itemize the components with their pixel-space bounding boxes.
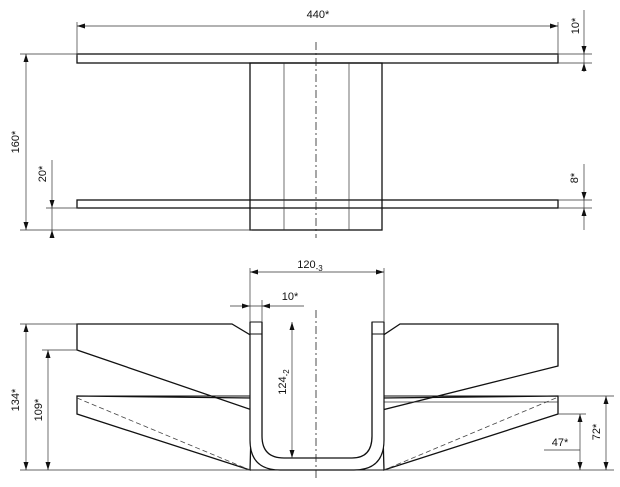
top-plate [76, 53, 559, 64]
dim-label-20: 20* [37, 165, 49, 182]
dim-label-134: 134* [10, 388, 22, 411]
dimension-124: 124-2 [277, 322, 295, 458]
dim-label-10-wall: 10* [282, 291, 299, 303]
left-flange-tip [249, 321, 263, 335]
dimension-120: 120-3 [249, 259, 385, 322]
dim-label-124: 124-2 [277, 369, 291, 395]
bottom-view: 120-3 10* 124-2 134* [10, 259, 614, 478]
dimension-8: 8* [558, 164, 592, 230]
dimension-160: 160* [10, 53, 252, 231]
lower-left-wing [76, 395, 253, 471]
dimension-47: 47* [544, 413, 586, 470]
dim-label-8: 8* [569, 172, 581, 183]
dimension-134: 134* [10, 323, 250, 471]
dimension-20: 20* [37, 160, 78, 238]
right-flange-tip [371, 321, 385, 335]
dim-label-72: 72* [591, 423, 603, 440]
dim-label-109: 109* [33, 398, 45, 421]
dimension-10-top: 10* [558, 10, 592, 72]
dimension-440: 440* [76, 9, 559, 56]
dimension-72: 72* [384, 395, 614, 471]
dim-label-160: 160* [10, 130, 22, 153]
dim-label-440: 440* [307, 9, 330, 21]
dimension-109: 109* [33, 349, 78, 470]
dimension-10-wall: 10* [230, 291, 304, 322]
dim-label-10-top: 10* [570, 17, 582, 34]
u-channel-outer [249, 322, 385, 471]
dim-label-47: 47* [552, 437, 569, 449]
lower-right-wing [381, 395, 559, 471]
bottom-plate [76, 199, 559, 209]
top-view: 440* 160* 20* 10* [10, 9, 592, 238]
dim-label-120: 120-3 [297, 259, 323, 273]
